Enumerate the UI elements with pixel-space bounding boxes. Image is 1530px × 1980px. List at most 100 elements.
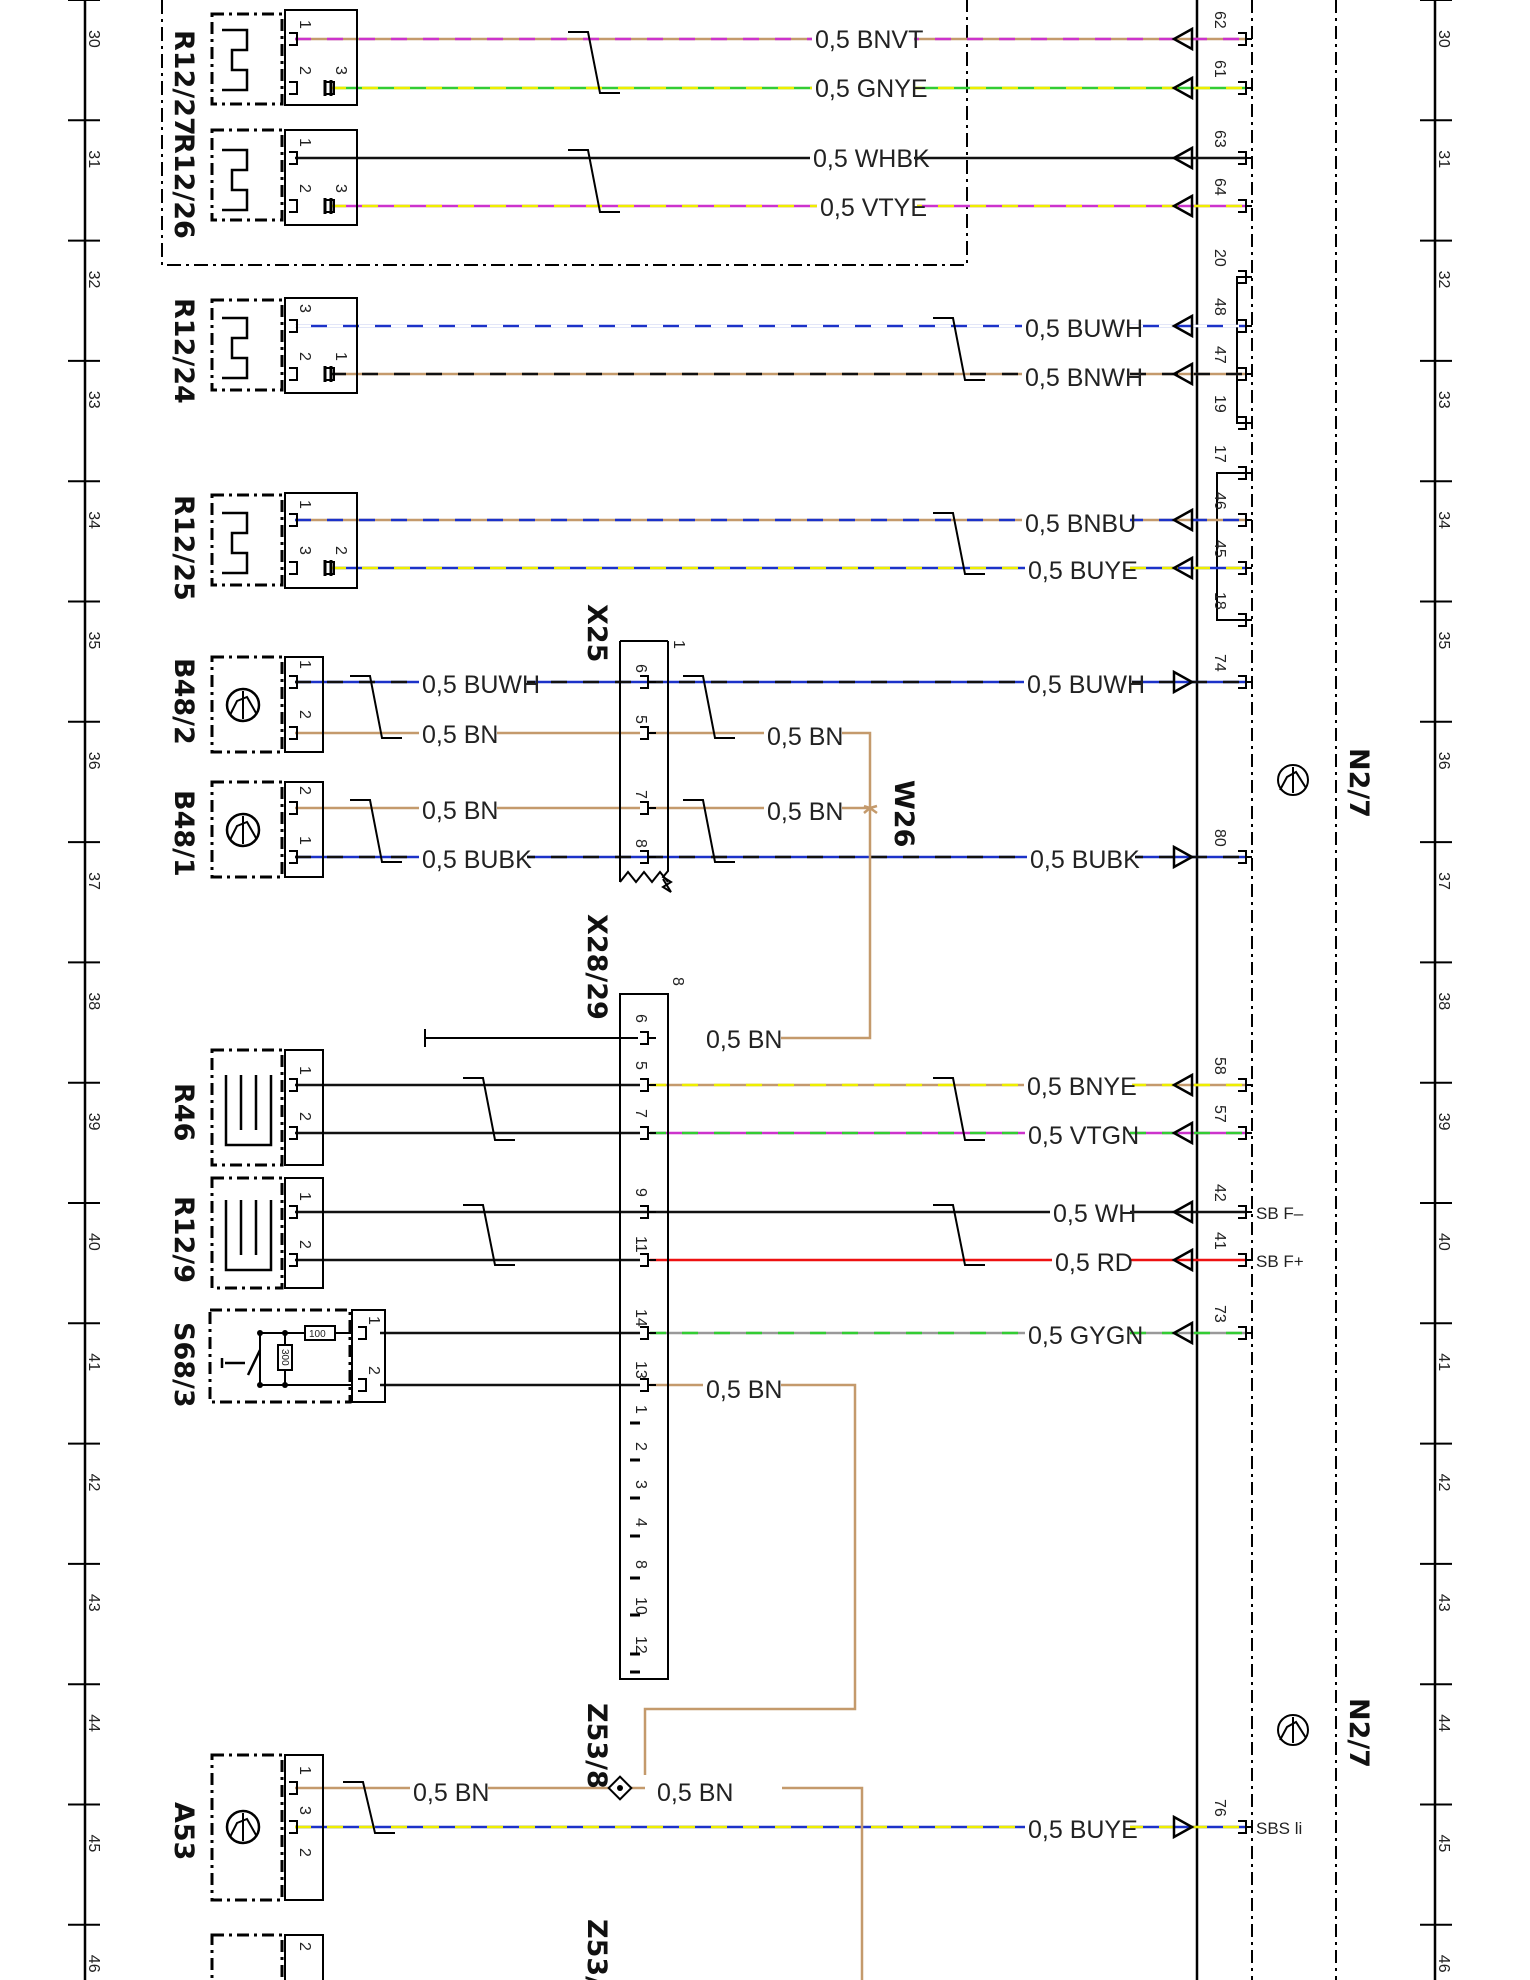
x25-connector: 1: [619, 640, 687, 893]
label-r12-24: R12/24: [168, 298, 199, 404]
x28-unused-pin-number: 2: [632, 1442, 649, 1451]
input-arrow: [1171, 507, 1194, 533]
component-pin-number: 3: [296, 546, 313, 555]
n27-pin-number: 62: [1211, 11, 1228, 29]
n27-pin-number: 20: [1211, 249, 1228, 267]
pin-terminal: [289, 726, 298, 740]
pin-terminal: [1238, 1820, 1252, 1834]
grid-row-label-right: 46: [1435, 1955, 1452, 1973]
grid-row-label-right: 44: [1435, 1714, 1452, 1732]
speed-sensor-mark: [229, 1813, 257, 1841]
component-pin-number: 2: [296, 352, 313, 361]
pin-terminal: [289, 1820, 298, 1834]
label-r12-25: R12/25: [168, 495, 199, 601]
x28-29-count: 8: [669, 977, 686, 986]
grid-row-label-left: 39: [85, 1113, 102, 1131]
component-pin-number: 3: [332, 184, 349, 193]
grid-row-label-right: 43: [1435, 1594, 1452, 1612]
speed-sensor-mark: [229, 816, 257, 844]
signal-sbs-li: SBS li: [1256, 1819, 1302, 1838]
n27-pin-number: 63: [1211, 130, 1228, 148]
twisted-pair-marker: [933, 1204, 985, 1266]
label-r46: R46: [168, 1083, 199, 1141]
signal-sb-f-plus: SB F+: [1256, 1252, 1304, 1271]
label-r12-26: R12/26: [168, 133, 199, 239]
connector-housing: [284, 1934, 324, 1980]
twisted-pair-marker: [463, 1077, 515, 1141]
x28-pin-number: 5: [632, 1061, 649, 1070]
grid-row-label-right: 32: [1435, 271, 1452, 289]
label-x25: X25: [581, 604, 612, 662]
speed-sensor-icon: [225, 1809, 261, 1845]
component-housing: [210, 655, 284, 754]
component-housing: [210, 128, 284, 222]
component-pin-number: 1: [365, 1316, 382, 1325]
n27-pin-number: 61: [1211, 60, 1228, 78]
speed-sensor-mark: [229, 691, 257, 719]
grid-row-label-left: 35: [85, 632, 102, 650]
shield-stub: [424, 1029, 638, 1047]
pin-terminal: [1238, 319, 1252, 333]
component-housing: [210, 1176, 284, 1290]
twisted-pair-marker: [683, 799, 735, 863]
input-arrow: [1171, 313, 1194, 339]
wire-label-gygn: 0,5 GYGN: [1028, 1322, 1143, 1350]
label-r12-9: R12/9: [168, 1196, 199, 1283]
input-arrow: [1171, 1199, 1194, 1225]
n27-sensor-icon: [1277, 764, 1309, 1746]
grid-row-label-right: 39: [1435, 1113, 1452, 1131]
ntc-sensor-icon: [222, 511, 249, 575]
component-pin-number: 1: [296, 20, 313, 29]
component-pin-number: 3: [332, 66, 349, 75]
wire-label-a53-bn-right: 0,5 BN: [657, 1779, 733, 1807]
pin-terminal: [1238, 1078, 1252, 1092]
wire-label-rd: 0,5 RD: [1055, 1249, 1133, 1277]
grid-row-label-left: 37: [85, 872, 102, 890]
component-housing: [210, 780, 284, 879]
pin-terminal: [640, 1126, 656, 1140]
component-pin-number: 2: [296, 1848, 313, 1857]
label-x28-29: X28/29: [581, 914, 612, 1020]
twisted-pair-marker: [463, 1204, 515, 1266]
label-s68-3: S68/3: [168, 1322, 199, 1408]
x28-pin-number: 11: [632, 1236, 649, 1253]
wire-label-b481-bubk-right: 0,5 BUBK: [1030, 846, 1140, 874]
heater-element-icon: [224, 1200, 273, 1272]
shield-pin-icon: [323, 560, 333, 576]
input-arrow: [1171, 1072, 1194, 1098]
pin-terminal: [640, 850, 656, 864]
speed-sensor-icon: [225, 687, 261, 723]
pin-terminal: [289, 675, 298, 689]
output-arrow: [1172, 669, 1195, 695]
shield-pin-icon: [323, 80, 333, 96]
pin-terminal: [640, 1205, 656, 1219]
w26-junction: [735, 731, 878, 1040]
pin-terminal: [640, 675, 656, 689]
component-pin-number: 2: [332, 546, 349, 555]
connector-housing: [284, 1754, 324, 1901]
wire-label-b482-bn-right: 0,5 BN: [767, 723, 843, 751]
pin-terminal: [1238, 416, 1252, 430]
connector-housing: [284, 781, 324, 878]
twisted-pair-marker: [568, 149, 620, 213]
x25-pin-number: 7: [632, 790, 649, 799]
grid-row-label-left: 38: [85, 992, 102, 1010]
resistor-300-icon: [277, 1344, 293, 1371]
grid-row-label-left: 36: [85, 752, 102, 770]
n27-pin-number: 58: [1211, 1057, 1228, 1075]
connector-housing: [284, 656, 324, 753]
component-pin-number: 2: [296, 710, 313, 719]
z53-8-splice: [485, 1383, 864, 1980]
heater-element-icon: [224, 1075, 273, 1147]
x28-pin-number: 7: [632, 1109, 649, 1118]
pin-terminal: [640, 801, 656, 815]
pin-terminal: [289, 367, 298, 381]
component-housing: [210, 1048, 284, 1167]
input-arrow: [1171, 75, 1194, 101]
grid-row-label-right: 40: [1435, 1233, 1452, 1251]
wire-label-vtye: 0,5 VTYE: [820, 194, 927, 222]
input-arrow: [1171, 1320, 1194, 1346]
pin-terminal: [289, 32, 298, 46]
junction-dot: [257, 1330, 263, 1336]
